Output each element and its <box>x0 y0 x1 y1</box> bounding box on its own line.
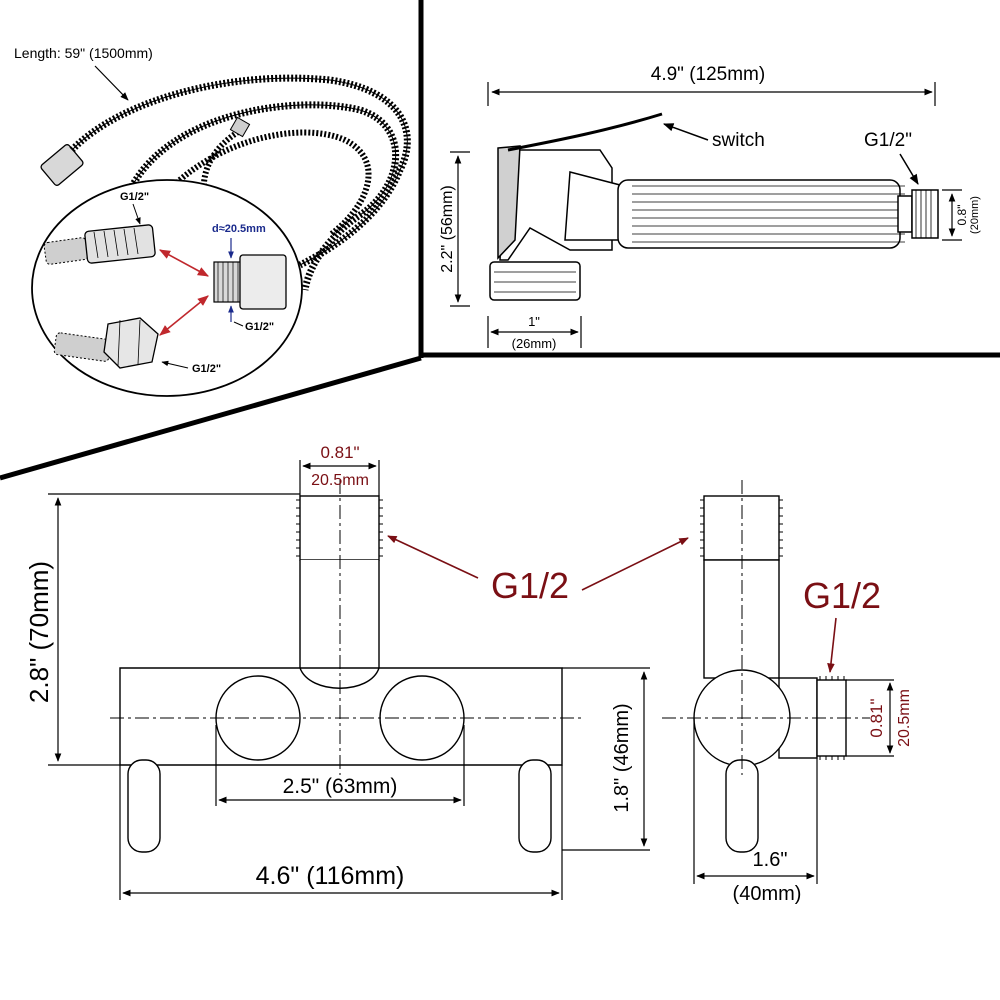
side-thread-mm: 20.5mm <box>896 689 913 747</box>
connection-arrow-lower <box>159 295 209 336</box>
hose-panel: Length: 59" (1500mm) G1/2" <box>14 45 411 397</box>
holder-thread-label: G1/2 <box>491 565 569 606</box>
adapter-nipple <box>213 254 287 310</box>
fitting-detail-inset: G1/2" d≈20.5mm G1/2" G1/2" <box>31 179 303 397</box>
fitting-top-label: G1/2" <box>120 191 149 203</box>
front-thread-pointer <box>387 535 479 579</box>
switch-label: switch <box>712 130 765 151</box>
hose-length-pointer <box>94 65 129 101</box>
holder-front-view: 0.81" 20.5mm G1/2 2.8" (70mm) 2.5" (63mm… <box>24 443 689 900</box>
hand-sprayer <box>489 112 939 301</box>
sprayer-tip-mm: (20mm) <box>969 196 981 234</box>
thread-pointer <box>899 153 919 185</box>
adapter-label-leader <box>233 321 244 327</box>
sprayer-nozzle-ring <box>489 261 581 301</box>
side-thread-pointer <box>581 537 689 591</box>
sprayer-panel: 4.9" (125mm) switch G1/2" 2.2" (56mm) <box>439 64 981 351</box>
holder-spacing-label: 2.5" (63mm) <box>283 775 398 798</box>
upper-hose-fitting <box>43 224 156 265</box>
side-depth-mm: (40mm) <box>733 883 802 905</box>
connection-arrow-upper <box>159 249 209 277</box>
fitting-bottom-label: G1/2" <box>192 363 221 375</box>
side-thread-label: G1/2 <box>803 575 881 616</box>
side-outlet-pointer <box>827 617 837 673</box>
holder-top-mm: 20.5mm <box>311 472 369 489</box>
side-thread-inch: 0.81" <box>867 698 886 737</box>
holder-top-inch: 0.81" <box>320 443 359 462</box>
holder-leg-right <box>518 759 552 853</box>
sprayer-tip-inch: 0.8" <box>955 205 969 226</box>
holder-body-height-label: 1.8" (46mm) <box>611 703 633 812</box>
holder-side-view: G1/2 0.81" 20.5mm 1.6" (40mm) <box>662 480 913 905</box>
sprayer-thread-label: G1/2" <box>864 130 912 151</box>
diameter-label: d≈20.5mm <box>212 223 266 235</box>
sprayer-base-mm: (26mm) <box>512 336 557 351</box>
holder-height-label: 2.8" (70mm) <box>24 561 54 703</box>
sprayer-base-inch: 1" <box>528 314 540 329</box>
switch-pointer <box>663 123 709 141</box>
panel-dividers <box>0 0 1000 481</box>
side-depth-inch: 1.6" <box>753 849 788 871</box>
lower-hose-nut <box>53 317 159 369</box>
sprayer-grip <box>617 179 901 249</box>
fitting-bottom-pointer <box>161 360 189 369</box>
sprayer-length-label: 4.9" (125mm) <box>651 64 765 85</box>
holder-body <box>119 667 563 766</box>
hose-length-label: Length: 59" (1500mm) <box>14 45 153 61</box>
fitting-adapter-label: G1/2" <box>245 321 274 333</box>
holder-leg-left <box>127 759 161 853</box>
holder-width-label: 4.6" (116mm) <box>256 862 405 890</box>
sprayer-height-label: 2.2" (56mm) <box>439 185 456 272</box>
fitting-top-pointer <box>132 203 141 225</box>
